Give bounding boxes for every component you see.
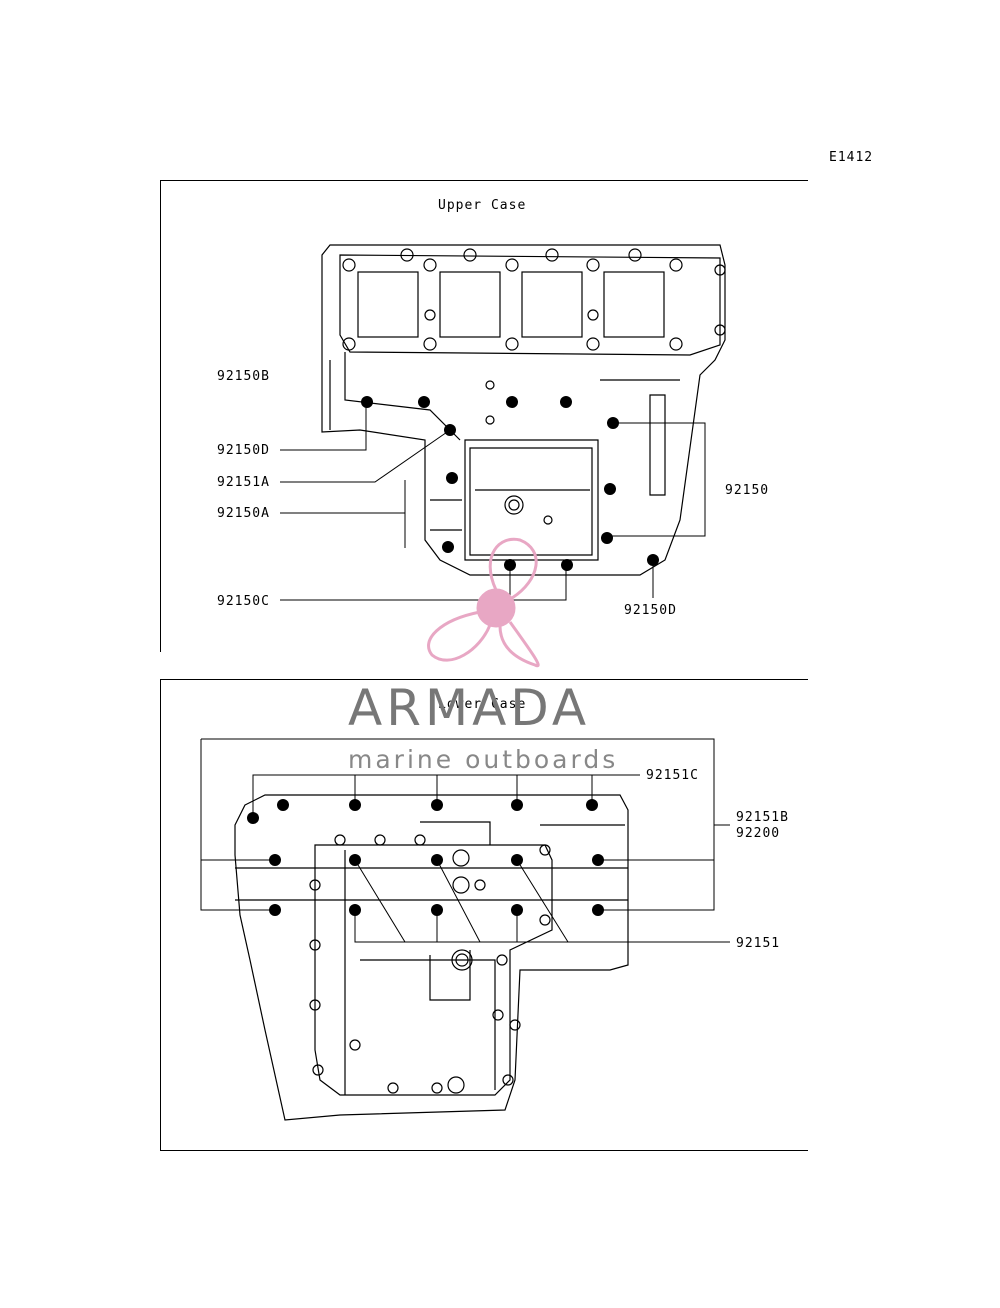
part-label-92151A: 92151A bbox=[217, 475, 270, 490]
part-label-92200: 92200 bbox=[736, 826, 781, 841]
part-label-92150A: 92150A bbox=[217, 506, 270, 521]
part-label-92151B: 92151B bbox=[736, 810, 789, 825]
lower-case-panel bbox=[160, 679, 808, 1151]
upper-case-panel bbox=[160, 180, 808, 652]
figure-code: E1412 bbox=[829, 150, 874, 165]
upper-case-marked-bolts bbox=[361, 396, 659, 571]
watermark-tagline: marine outboards bbox=[348, 745, 619, 774]
part-label-92150D-right: 92150D bbox=[624, 603, 677, 618]
lower-case-title: Lower Case bbox=[438, 697, 527, 712]
part-label-92151: 92151 bbox=[736, 936, 781, 951]
lower-case-leader-lines bbox=[200, 738, 730, 943]
part-label-92150B: 92150B bbox=[217, 369, 270, 384]
part-label-92150C: 92150C bbox=[217, 594, 270, 609]
watermark-brand: ARMADA bbox=[348, 679, 591, 737]
upper-case-leader-lines bbox=[280, 402, 706, 601]
upper-case-outline bbox=[321, 244, 726, 576]
part-label-92150D-left: 92150D bbox=[217, 443, 270, 458]
propeller-icon bbox=[427, 537, 540, 668]
lower-case-outline bbox=[234, 794, 629, 1121]
upper-case-title: Upper Case bbox=[438, 198, 527, 213]
upper-case-bolts bbox=[342, 248, 726, 525]
lower-case-bolts bbox=[309, 834, 551, 1094]
part-label-92150: 92150 bbox=[725, 483, 770, 498]
part-label-92151C: 92151C bbox=[646, 768, 699, 783]
